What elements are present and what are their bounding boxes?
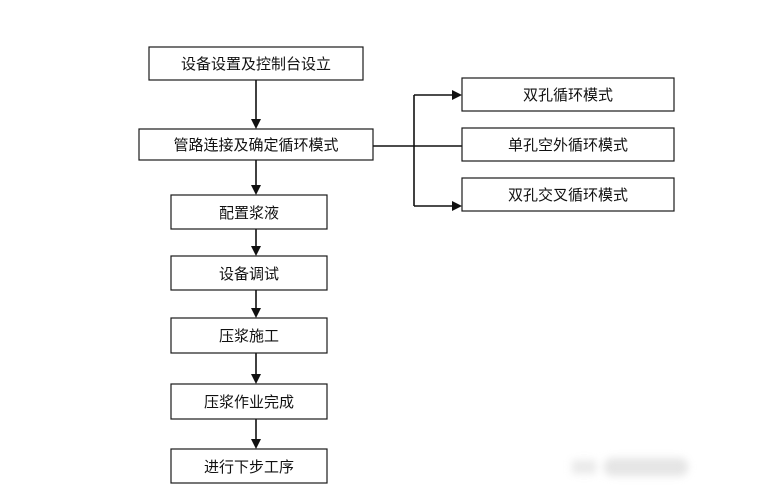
connector-branch bbox=[373, 90, 462, 211]
node-grouting-label: 压浆施工 bbox=[219, 327, 279, 345]
node-grouting: 压浆施工 bbox=[170, 317, 328, 354]
node-setup: 设备设置及控制台设立 bbox=[148, 46, 364, 81]
connector-debug-grouting bbox=[251, 290, 261, 318]
node-piping: 管路连接及确定循环模式 bbox=[138, 128, 374, 161]
node-debug: 设备调试 bbox=[170, 255, 328, 291]
node-single-outer: 单孔空外循环模式 bbox=[461, 127, 675, 162]
watermark-logo-icon bbox=[572, 460, 596, 474]
node-setup-label: 设备设置及控制台设立 bbox=[181, 55, 331, 73]
node-double-cross: 双孔交叉循环模式 bbox=[461, 177, 675, 212]
connector-done-next bbox=[251, 419, 261, 449]
node-double-cross-label: 双孔交叉循环模式 bbox=[508, 186, 628, 204]
node-done-label: 压浆作业完成 bbox=[204, 393, 294, 411]
node-next: 进行下步工序 bbox=[170, 448, 328, 484]
connector-grouting-done bbox=[251, 353, 261, 384]
node-double-loop: 双孔循环模式 bbox=[461, 77, 675, 112]
node-double-loop-label: 双孔循环模式 bbox=[523, 86, 613, 104]
node-done: 压浆作业完成 bbox=[170, 383, 328, 420]
connector-setup-piping bbox=[251, 80, 261, 129]
blurred-watermark bbox=[572, 456, 688, 478]
node-piping-label: 管路连接及确定循环模式 bbox=[173, 136, 338, 154]
connector-piping-mix bbox=[251, 160, 261, 195]
watermark-bar bbox=[604, 458, 688, 476]
node-next-label: 进行下步工序 bbox=[204, 458, 294, 476]
node-debug-label: 设备调试 bbox=[219, 265, 279, 283]
node-mix-label: 配置浆液 bbox=[219, 204, 279, 222]
connector-mix-debug bbox=[251, 229, 261, 256]
node-single-outer-label: 单孔空外循环模式 bbox=[508, 136, 628, 154]
node-mix: 配置浆液 bbox=[170, 194, 328, 230]
